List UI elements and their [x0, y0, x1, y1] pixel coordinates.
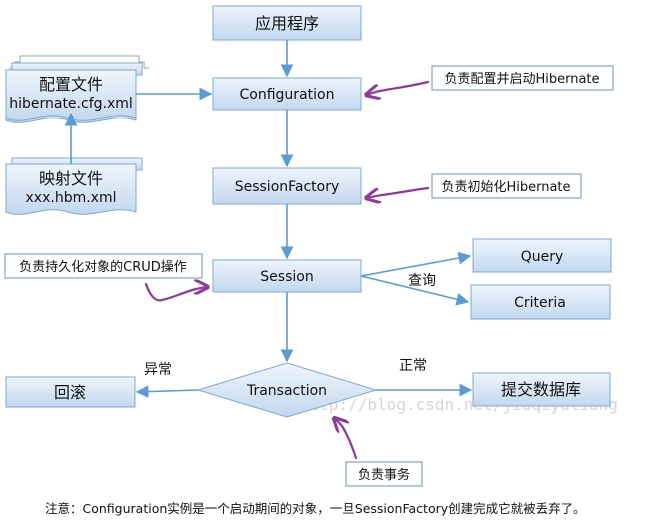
- node-commit-db-label: 提交数据库: [501, 380, 581, 399]
- node-query-label: Query: [521, 249, 564, 265]
- annotation-configuration-text: 负责配置并启动Hibernate: [444, 72, 599, 87]
- file-config: 配置文件 hibernate.cfg.xml: [5, 55, 149, 123]
- node-rollback: 回滚: [5, 376, 136, 408]
- annotation-session-factory-text: 负责初始化Hibernate: [441, 180, 570, 195]
- scribble-arrow-configuration: [366, 80, 430, 95]
- node-criteria-label: Criteria: [514, 295, 566, 311]
- node-query: Query: [472, 238, 612, 273]
- node-session-label: Session: [260, 269, 313, 285]
- footer-note: 注意：Configuration实例是一个启动期间的对象，一旦SessionFa…: [45, 501, 586, 516]
- arrow-session-to-query: [360, 251, 472, 277]
- file-mapping: 映射文件 xxx.hbm.xml: [5, 157, 143, 215]
- edge-label-query: 查询: [408, 273, 436, 289]
- node-commit-db: 提交数据库: [472, 372, 611, 407]
- file-mapping-name: xxx.hbm.xml: [26, 190, 117, 206]
- annotation-transaction: 负责事务: [345, 461, 423, 487]
- node-criteria: Criteria: [470, 284, 611, 320]
- file-config-title: 配置文件: [39, 75, 103, 94]
- node-session-factory-label: SessionFactory: [235, 179, 340, 195]
- node-rollback-label: 回滚: [54, 383, 86, 402]
- file-mapping-title: 映射文件: [39, 169, 103, 188]
- scribble-arrows: [144, 80, 430, 460]
- node-configuration-label: Configuration: [240, 87, 335, 103]
- annotation-configuration: 负责配置并启动Hibernate: [431, 65, 614, 91]
- arrow-session-to-criteria: [360, 275, 470, 306]
- node-session: Session: [212, 259, 362, 293]
- edge-label-error: 异常: [144, 362, 172, 378]
- scribble-arrow-session: [144, 284, 208, 302]
- scribble-arrow-session-factory: [366, 186, 430, 198]
- file-config-name: hibernate.cfg.xml: [9, 96, 133, 112]
- scribble-arrow-transaction: [334, 418, 358, 460]
- annotation-session-text: 负责持久化对象的CRUD操作: [19, 259, 187, 275]
- edge-label-normal: 正常: [399, 358, 427, 374]
- node-transaction-label: Transaction: [246, 383, 327, 399]
- annotation-session: 负责持久化对象的CRUD操作: [4, 253, 203, 279]
- annotation-session-factory: 负责初始化Hibernate: [431, 173, 582, 199]
- flow-arrows: [64, 40, 473, 399]
- node-configuration: Configuration: [212, 77, 362, 111]
- node-transaction: Transaction: [196, 362, 378, 418]
- annotation-transaction-text: 负责事务: [358, 467, 410, 483]
- arrow-transaction-to-rollback: [135, 385, 199, 399]
- node-session-factory: SessionFactory: [212, 167, 362, 205]
- node-app: 应用程序: [212, 5, 362, 41]
- node-app-label: 应用程序: [255, 14, 319, 33]
